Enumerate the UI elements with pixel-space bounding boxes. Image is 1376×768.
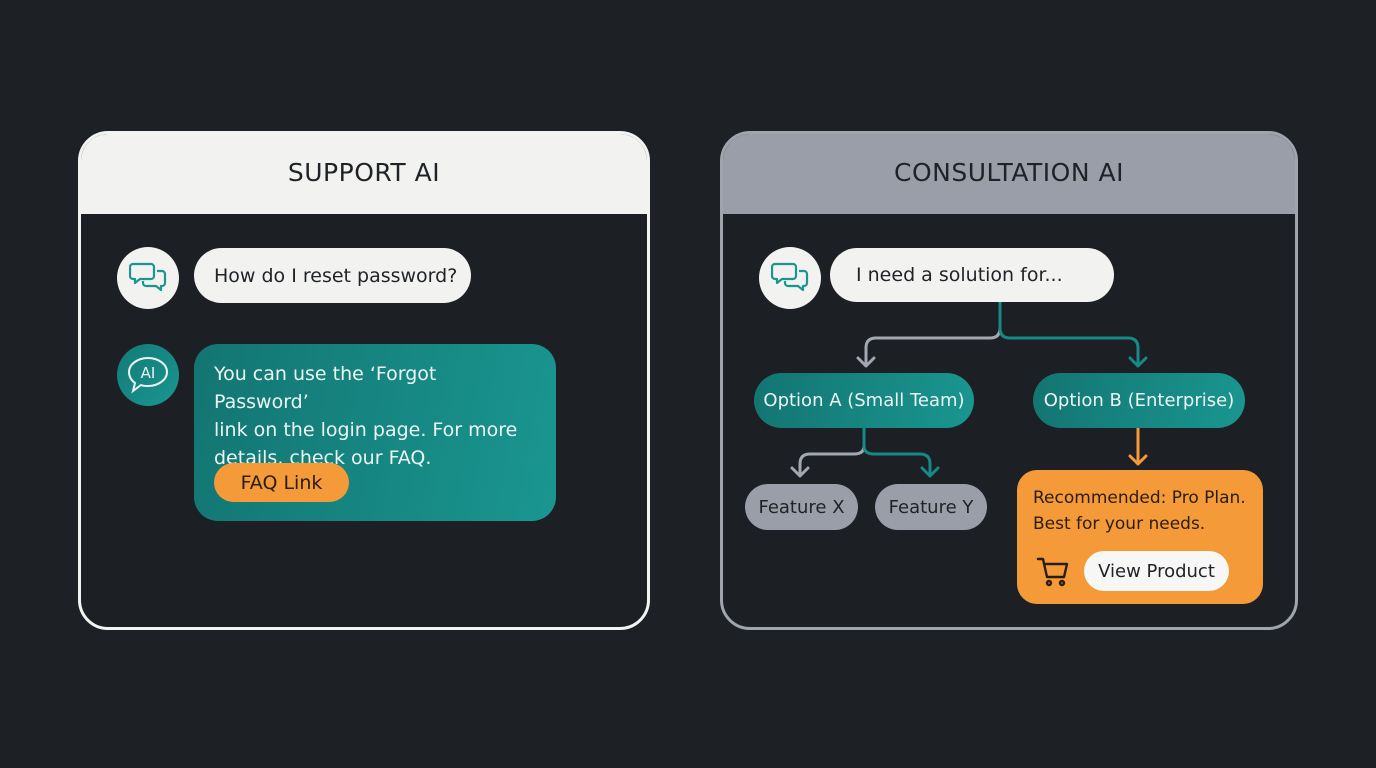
feature-x-label: Feature X (758, 496, 845, 518)
chat-bubbles-icon (129, 262, 167, 292)
option-a-label: Option A (Small Team) (763, 390, 965, 411)
user-message-bubble: I need a solution for... (830, 248, 1114, 302)
ai-message-line: You can use the ‘Forgot Password’ (214, 363, 437, 413)
connector-to-recommendation (1128, 426, 1148, 466)
user-message-bubble: How do I reset password? (194, 248, 471, 303)
view-product-button[interactable]: View Product (1084, 551, 1229, 591)
user-message-text: How do I reset password? (214, 264, 458, 287)
user-avatar (759, 247, 821, 309)
option-b-node[interactable]: Option B (Enterprise) (1033, 373, 1245, 428)
connector-to-option-a (856, 300, 1002, 368)
shopping-cart-icon (1036, 557, 1069, 587)
faq-link-label: FAQ Link (240, 471, 323, 494)
support-ai-header: SUPPORT AI (81, 134, 647, 214)
option-a-node[interactable]: Option A (Small Team) (754, 373, 974, 428)
feature-x-node[interactable]: Feature X (745, 484, 858, 530)
faq-link-button[interactable]: FAQ Link (214, 463, 349, 502)
user-message-text: I need a solution for... (856, 264, 1063, 286)
option-b-label: Option B (Enterprise) (1043, 390, 1235, 411)
feature-y-node[interactable]: Feature Y (875, 484, 987, 530)
ai-message-line: link on the login page. For more (214, 419, 518, 441)
view-product-label: View Product (1098, 560, 1215, 582)
feature-y-label: Feature Y (888, 496, 974, 518)
panel-title: SUPPORT AI (287, 158, 441, 187)
chat-bubbles-icon (771, 262, 809, 292)
connector-to-option-b (998, 300, 1148, 368)
recommendation-line: Best for your needs. (1033, 514, 1206, 534)
panel-title: CONSULTATION AI (894, 158, 1124, 187)
connector-to-feature-x (790, 426, 866, 478)
connector-to-feature-y (862, 426, 940, 478)
user-avatar (117, 247, 179, 309)
consultation-ai-header: CONSULTATION AI (723, 134, 1295, 214)
recommendation-line: Recommended: Pro Plan. (1033, 488, 1246, 508)
ai-icon-label: AI (141, 364, 156, 382)
ai-chat-icon: AI (127, 356, 169, 394)
ai-avatar: AI (117, 344, 179, 406)
